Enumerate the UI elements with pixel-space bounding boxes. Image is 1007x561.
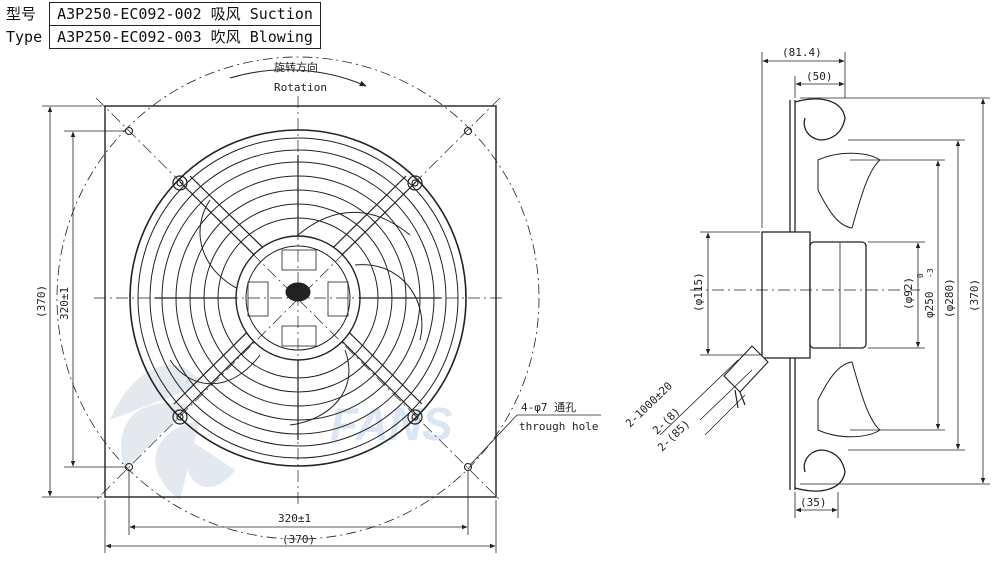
strut-ends xyxy=(172,175,423,425)
front-view xyxy=(56,56,540,540)
rotation-label-cn: 旋转方向 xyxy=(274,60,318,74)
type-cell: A3P250-EC092-003 吹风 Blowing xyxy=(49,25,321,49)
front-view-dimensions xyxy=(42,105,601,553)
dim-depth-lower: (35) xyxy=(800,496,827,509)
airflow-mode-cn: 吹风 xyxy=(210,28,241,46)
mounting-hole-circle xyxy=(56,56,540,540)
hub-vents xyxy=(247,249,349,347)
dim-left-hole-spacing: 320±1 xyxy=(58,287,71,320)
dim-depth-total: (81.4) xyxy=(782,46,822,59)
dim-bottom-overall: (370) xyxy=(282,533,315,546)
dim-guard: (φ280) xyxy=(943,278,956,318)
type-row-blowing: Type A3P250-EC092-003 吹风 Blowing xyxy=(4,25,321,49)
type-label: 型号 xyxy=(4,2,51,26)
shroud-bottom xyxy=(794,449,846,492)
airflow-mode-cn: 吸风 xyxy=(210,5,241,23)
model-number: A3P250-EC092-003 xyxy=(57,28,202,46)
shroud-top xyxy=(794,98,846,141)
blade-lower xyxy=(817,361,881,438)
center-lines xyxy=(94,96,506,505)
hole-note-cn: 4-φ7 通孔 xyxy=(521,401,576,414)
dim-impeller-group: φ250 0 -3 xyxy=(916,268,936,318)
rotation-indicator: 旋转方向 Rotation xyxy=(229,60,367,94)
rotation-label-en: Rotation xyxy=(274,81,327,94)
dim-overall: (370) xyxy=(968,279,981,312)
dim-left-overall: (370) xyxy=(35,285,48,318)
type-label: Type xyxy=(4,25,51,49)
motor-body xyxy=(809,241,867,349)
dim-bottom-hole-spacing: 320±1 xyxy=(278,512,311,525)
watermark-logo: FANS xyxy=(110,364,453,500)
side-view-dimensions xyxy=(659,52,990,518)
brand-logo xyxy=(285,282,311,302)
airflow-mode-en: Suction xyxy=(249,5,313,23)
mounting-plate xyxy=(104,105,497,498)
dim-impeller: φ250 xyxy=(923,292,936,319)
cable-wires xyxy=(734,389,746,409)
airflow-mode-en: Blowing xyxy=(249,28,313,46)
dim-hub: (φ115) xyxy=(692,272,705,312)
dim-motor: (φ92) xyxy=(902,277,915,310)
front-view-dimension-labels: 320±1 (370) 320±1 (370) 4-φ7 通孔 through … xyxy=(35,285,598,546)
blade-upper xyxy=(817,152,881,229)
type-table: 型号 A3P250-EC092-002 吸风 Suction Type A3P2… xyxy=(4,2,321,49)
dim-impeller-tol-lower: -3 xyxy=(926,268,935,278)
dim-impeller-tol-upper: 0 xyxy=(916,273,925,278)
dim-depth-frame: (50) xyxy=(806,70,833,83)
model-number: A3P250-EC092-002 xyxy=(57,5,202,23)
side-view xyxy=(690,98,920,492)
hole-note-en: through hole xyxy=(519,420,598,433)
motor-flange xyxy=(761,231,811,359)
